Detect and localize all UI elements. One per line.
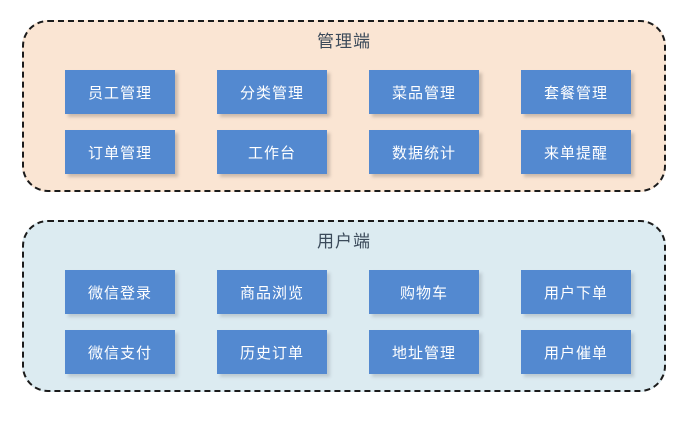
panel-admin: 管理端 员工管理 分类管理 菜品管理 套餐管理 订单管理 工作台 数据统计 来单…	[22, 20, 666, 192]
module-order-alert[interactable]: 来单提醒	[521, 130, 631, 174]
module-order-management[interactable]: 订单管理	[65, 130, 175, 174]
module-shopping-cart[interactable]: 购物车	[369, 270, 479, 314]
panel-user-title: 用户端	[317, 232, 371, 251]
panel-user: 用户端 微信登录 商品浏览 购物车 用户下单 微信支付 历史订单 地址管理 用户…	[22, 220, 666, 392]
module-combo-management[interactable]: 套餐管理	[521, 70, 631, 114]
module-user-order-reminder[interactable]: 用户催单	[521, 330, 631, 374]
module-employee-management[interactable]: 员工管理	[65, 70, 175, 114]
panel-admin-title: 管理端	[317, 32, 371, 51]
module-wechat-pay[interactable]: 微信支付	[65, 330, 175, 374]
module-product-browsing[interactable]: 商品浏览	[217, 270, 327, 314]
module-data-statistics[interactable]: 数据统计	[369, 130, 479, 174]
panel-admin-module-grid: 员工管理 分类管理 菜品管理 套餐管理 订单管理 工作台 数据统计 来单提醒	[65, 70, 631, 174]
module-address-management[interactable]: 地址管理	[369, 330, 479, 374]
module-wechat-login[interactable]: 微信登录	[65, 270, 175, 314]
module-user-place-order[interactable]: 用户下单	[521, 270, 631, 314]
module-dish-management[interactable]: 菜品管理	[369, 70, 479, 114]
panel-user-module-grid: 微信登录 商品浏览 购物车 用户下单 微信支付 历史订单 地址管理 用户催单	[65, 270, 631, 374]
module-order-history[interactable]: 历史订单	[217, 330, 327, 374]
module-category-management[interactable]: 分类管理	[217, 70, 327, 114]
module-workbench[interactable]: 工作台	[217, 130, 327, 174]
